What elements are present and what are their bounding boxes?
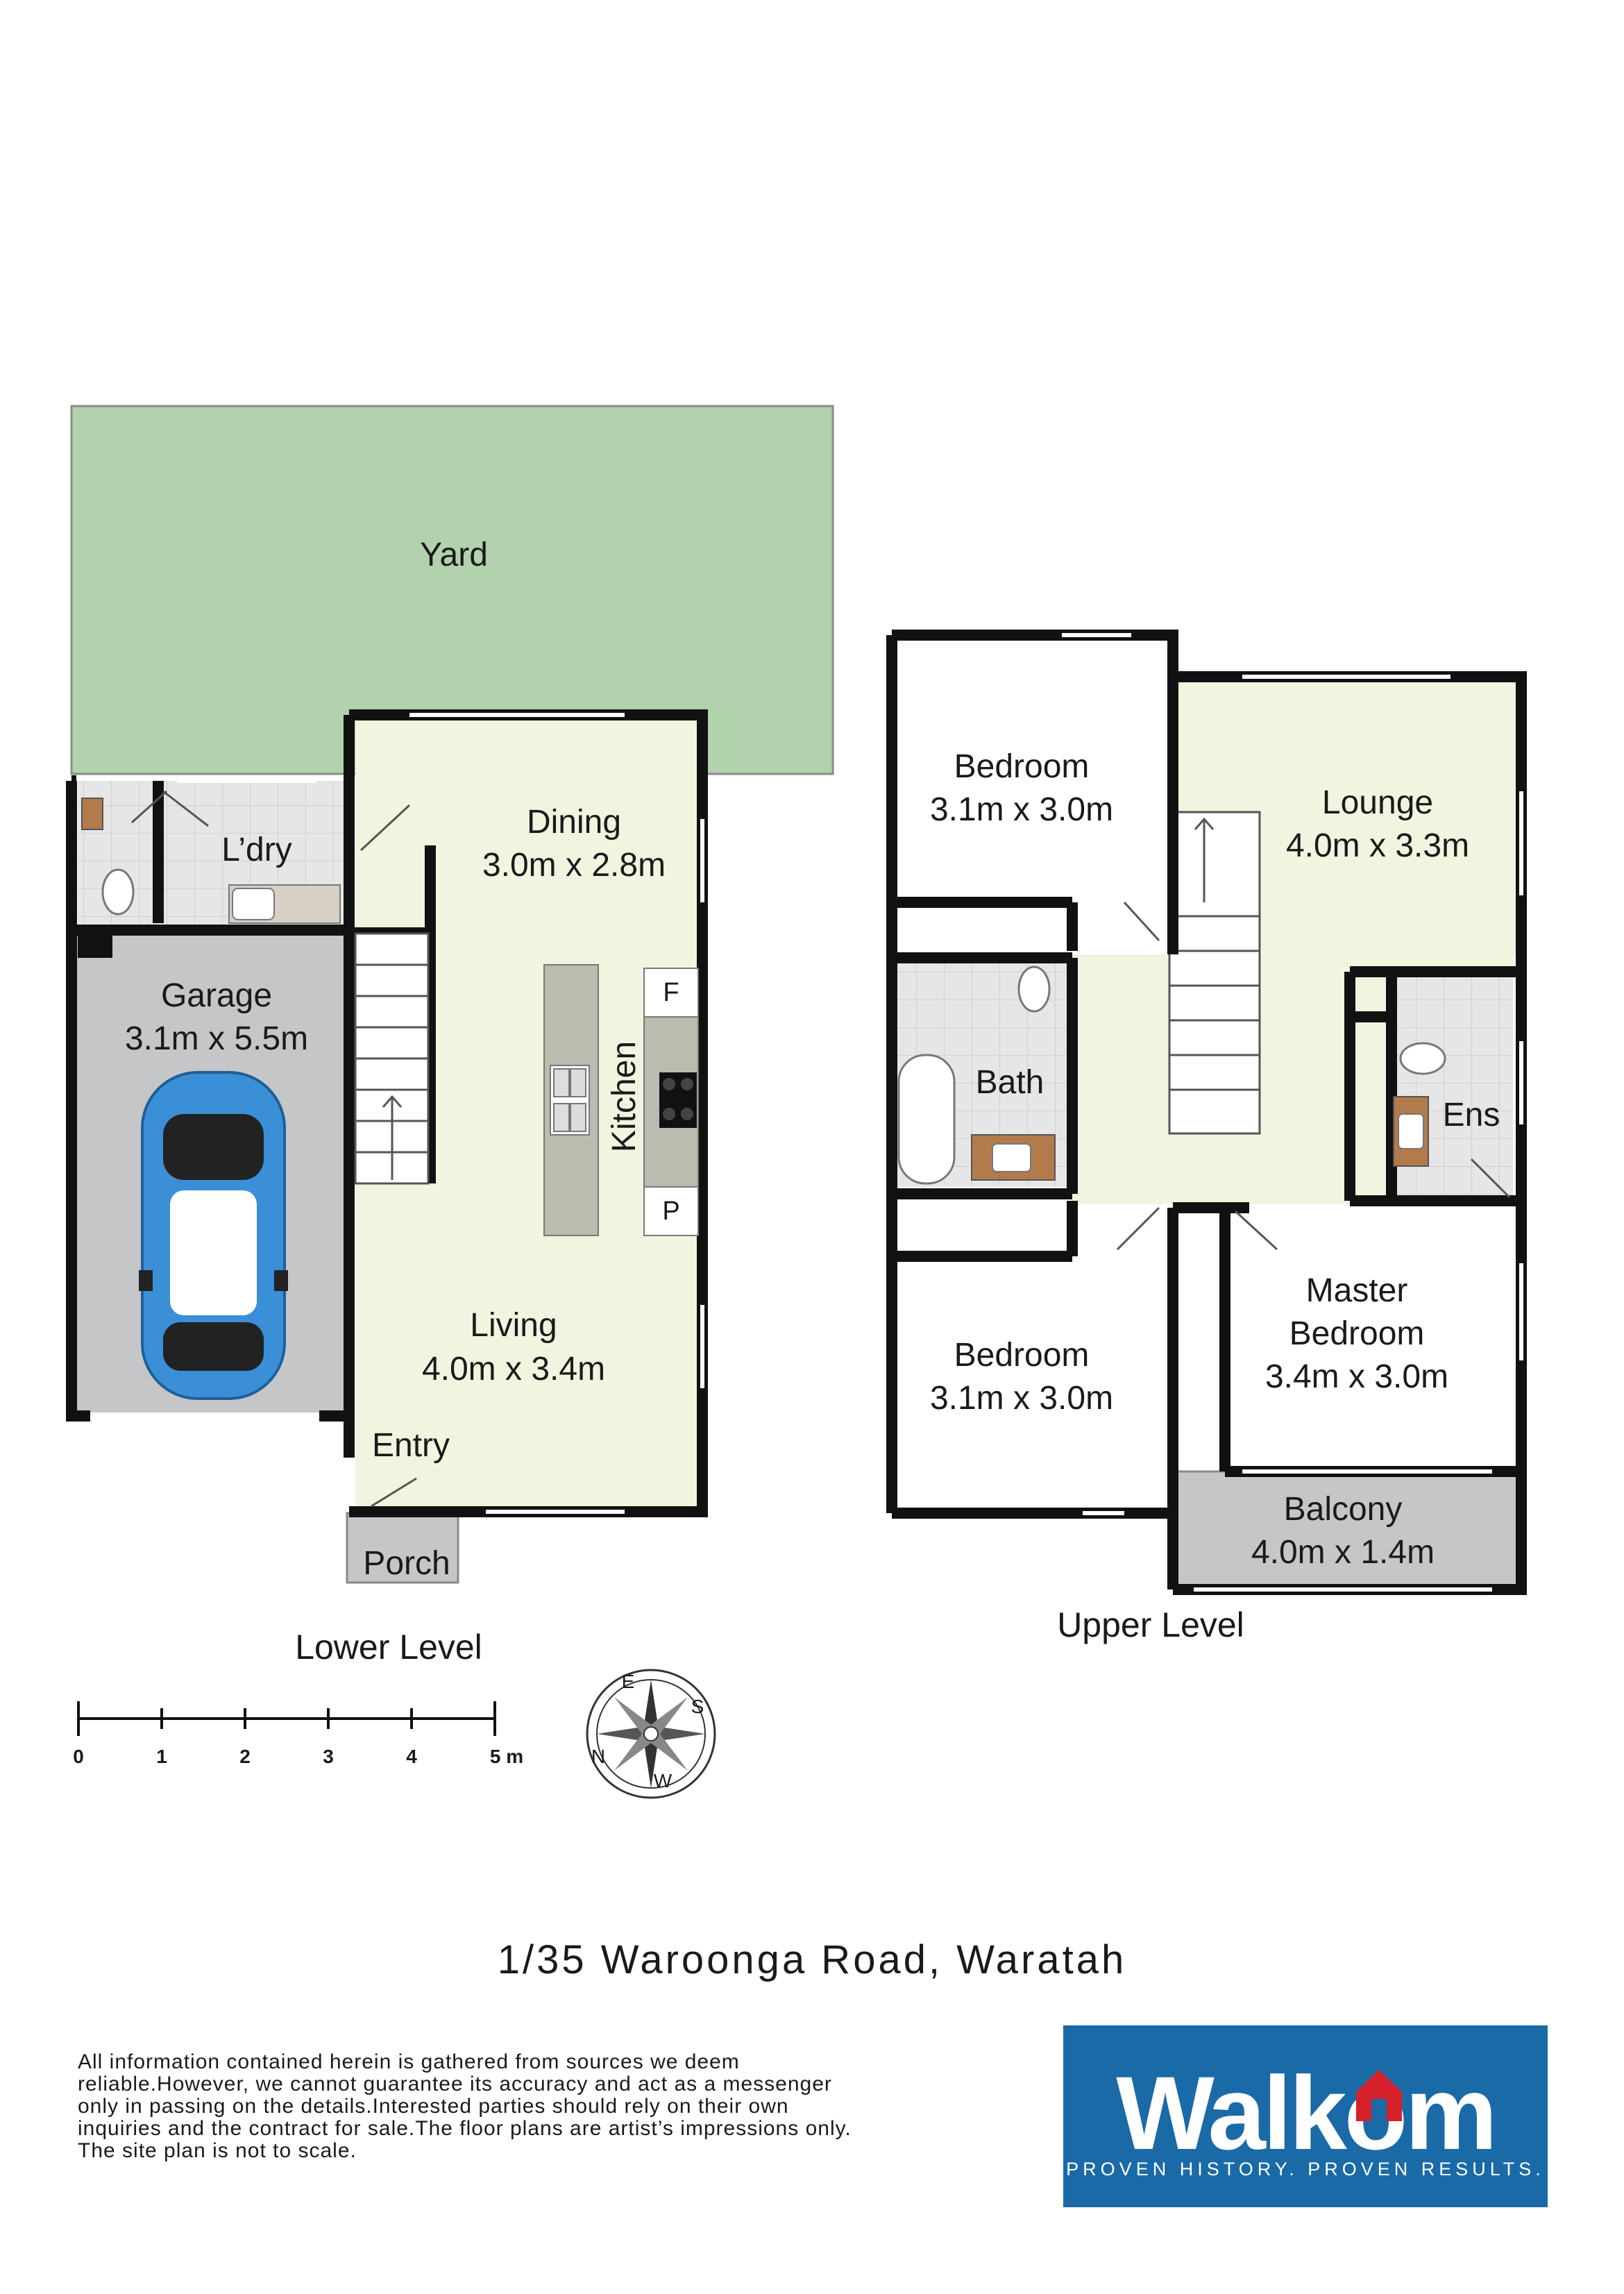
compass-east: E xyxy=(622,1671,635,1692)
balcony-size: 4.0m x 1.4m xyxy=(1251,1534,1435,1571)
garage-name: Garage xyxy=(161,977,272,1014)
laundry-fixtures xyxy=(81,798,341,924)
master-size: 3.4m x 3.0m xyxy=(1265,1358,1448,1395)
upper-doors xyxy=(1116,901,1511,1251)
dining-name: Dining xyxy=(527,804,621,841)
scale-tick-3: 3 xyxy=(323,1746,334,1767)
compass-west: W xyxy=(654,1770,673,1791)
brand-name: Walkom xyxy=(1116,2055,1498,2171)
brand-logo: Walkom PROVEN HISTORY. PROVEN RESULTS. xyxy=(1063,2025,1548,2207)
ensuite-fixtures xyxy=(1393,1042,1446,1167)
upper-windows xyxy=(1062,633,1523,1592)
kitchen-fixtures xyxy=(543,964,699,1236)
car-icon xyxy=(139,1071,288,1400)
living-size: 4.0m x 3.4m xyxy=(422,1351,605,1388)
master-name-line2: Bedroom xyxy=(1289,1315,1425,1352)
lower-doors xyxy=(130,790,417,1508)
property-address: 1/35 Waroonga Road, Waratah xyxy=(497,1937,1127,1982)
bedroom-bottom-size: 3.1m x 3.0m xyxy=(930,1380,1113,1417)
brand-tagline: PROVEN HISTORY. PROVEN RESULTS. xyxy=(1066,2159,1545,2179)
upper-level: Bedroom 3.1m x 3.0m Lounge 4.0m x 3.3m B… xyxy=(886,630,1527,1644)
kitchen-name: Kitchen xyxy=(606,1041,643,1152)
lower-level-title: Lower Level xyxy=(295,1628,482,1667)
scale-tick-4: 4 xyxy=(406,1746,417,1767)
scale-tick-2: 2 xyxy=(239,1746,251,1767)
upper-level-title: Upper Level xyxy=(1057,1605,1244,1644)
scale-tick-1: 1 xyxy=(156,1746,167,1767)
balcony-name: Balcony xyxy=(1284,1491,1403,1528)
garage-column xyxy=(78,934,112,958)
porch-name: Porch xyxy=(363,1545,450,1582)
scale-bar xyxy=(77,1701,496,1736)
compass-south: S xyxy=(691,1696,704,1717)
master-name-line1: Master xyxy=(1306,1272,1408,1309)
pantry-label: P xyxy=(662,1197,679,1226)
disclaimer-text: All information contained herein is gath… xyxy=(78,2050,852,2162)
scale-tick-5: 5 m xyxy=(490,1746,523,1767)
master-floor xyxy=(1225,1229,1518,1468)
lower-level: Yard L’dry Dining 3.0m x 2.8m Garage 3.1… xyxy=(66,405,834,1667)
ensuite-name: Ens xyxy=(1443,1097,1500,1133)
bedroom-top-size: 3.1m x 3.0m xyxy=(930,791,1113,828)
dining-size: 3.0m x 2.8m xyxy=(482,847,666,884)
garage-size: 3.1m x 5.5m xyxy=(125,1020,308,1057)
bedroom-top-floor xyxy=(892,639,1169,899)
bedroom-top-name: Bedroom xyxy=(954,748,1090,785)
lounge-name: Lounge xyxy=(1322,784,1433,821)
entry-name: Entry xyxy=(372,1427,450,1464)
compass-icon xyxy=(586,1669,716,1799)
lower-stairs xyxy=(354,932,430,1185)
porch-floor xyxy=(346,1512,459,1584)
scale-tick-0: 0 xyxy=(73,1746,84,1767)
bedroom-bottom-name: Bedroom xyxy=(954,1337,1090,1374)
lounge-size: 4.0m x 3.3m xyxy=(1286,827,1469,864)
bedroom-bottom-floor xyxy=(892,1256,1169,1510)
laundry-name: L’dry xyxy=(221,832,291,868)
house-icon xyxy=(1356,2070,1402,2121)
fridge-label: F xyxy=(663,978,679,1007)
bath-fixtures xyxy=(897,965,1056,1185)
lower-windows xyxy=(177,713,704,1514)
yard-name: Yard xyxy=(420,537,488,573)
compass-north: N xyxy=(591,1746,605,1767)
bath-name: Bath xyxy=(976,1064,1044,1101)
living-name: Living xyxy=(470,1307,557,1344)
upper-stairs xyxy=(1168,811,1261,1135)
